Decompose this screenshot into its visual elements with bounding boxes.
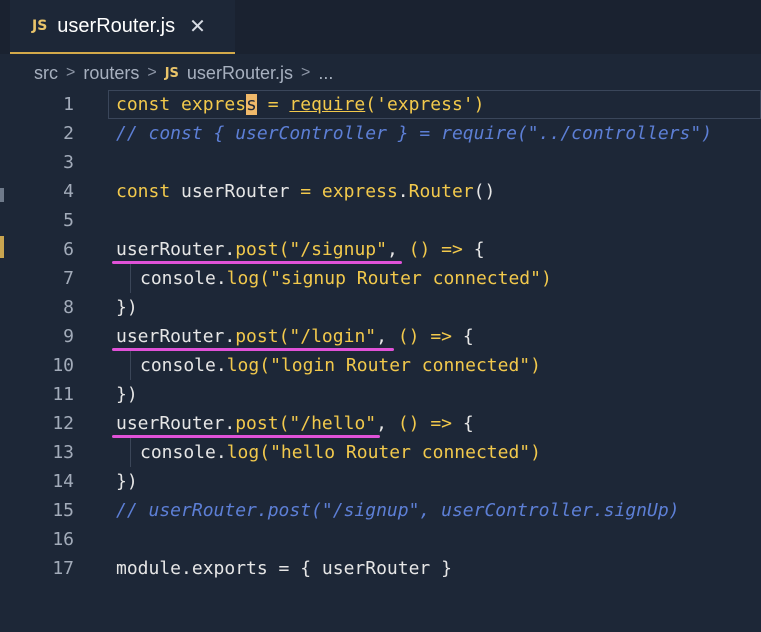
line-number: 2 [63, 123, 74, 144]
code-line[interactable]: 8}) [0, 293, 761, 322]
code-line[interactable]: 12 userRouter.post("/hello", () => { [0, 409, 761, 438]
code-text: userRouter.post("/login", () => { [116, 326, 474, 347]
line-number: 16 [52, 529, 74, 550]
line-number: 4 [63, 181, 74, 202]
indent-guide [130, 351, 131, 380]
code-line[interactable]: 9 userRouter.post("/login", () => { [0, 322, 761, 351]
indent-guide [130, 264, 131, 293]
line-number: 6 [63, 239, 74, 260]
code-text: const userRouter = express.Router() [116, 181, 496, 202]
code-text: }) [116, 471, 138, 492]
js-file-icon: JS [164, 65, 179, 81]
line-number: 9 [63, 326, 74, 347]
code-line[interactable]: 16 [0, 525, 761, 554]
code-line[interactable]: 4 const userRouter = express.Router() [0, 177, 761, 206]
annotation-underline [112, 261, 402, 264]
code-text: console.log("hello Router connected") [140, 442, 541, 463]
line-number: 17 [52, 558, 74, 579]
code-line[interactable]: 7 console.log("signup Router connected") [0, 264, 761, 293]
code-text: console.log("signup Router connected") [140, 268, 552, 289]
breadcrumb-routers[interactable]: routers [83, 62, 140, 83]
line-number: 1 [63, 94, 74, 115]
close-icon[interactable]: ✕ [189, 14, 206, 38]
annotation-underline [112, 348, 394, 351]
chevron-right-icon: > [147, 64, 157, 81]
code-line[interactable]: 11}) [0, 380, 761, 409]
line-number: 7 [63, 268, 74, 289]
code-line[interactable]: 15 // userRouter.post("/signup", userCont… [0, 496, 761, 525]
code-line[interactable]: 14}) [0, 467, 761, 496]
line-number: 10 [52, 355, 74, 376]
code-line[interactable]: 3 [0, 148, 761, 177]
js-file-icon: JS [32, 18, 48, 34]
breadcrumb-src[interactable]: src [34, 62, 58, 83]
annotation-underline [112, 435, 380, 438]
chevron-right-icon: > [300, 64, 311, 81]
tab-bar: JS userRouter.js ✕ [0, 0, 761, 54]
code-editor[interactable]: 1 const express = require('express') 2 // c… [0, 90, 761, 632]
code-line[interactable]: 10 console.log("login Router connected") [0, 351, 761, 380]
line-number: 14 [52, 471, 74, 492]
tab-userrouter[interactable]: JS userRouter.js ✕ [10, 0, 235, 54]
code-text: userRouter.post("/signup", () => { [116, 239, 485, 260]
tab-title: userRouter.js [57, 14, 176, 37]
gutter-change-marker [0, 236, 4, 258]
code-text: }) [116, 384, 138, 405]
line-number: 12 [52, 413, 74, 434]
code-text: const express = require('express') [116, 94, 485, 115]
chevron-right-icon: > [66, 64, 76, 81]
code-line[interactable]: 17 module.exports = { userRouter } [0, 554, 761, 583]
line-number: 3 [63, 152, 74, 173]
code-text: // const { userController } = require(".… [116, 123, 713, 144]
line-number: 13 [52, 442, 74, 463]
code-line[interactable]: 5 [0, 206, 761, 235]
breadcrumb: src > routers > JS userRouter.js > ... [0, 56, 761, 90]
code-text: module.exports = { userRouter } [116, 558, 452, 579]
code-line[interactable]: 2 // const { userController } = require("… [0, 119, 761, 148]
gutter-change-marker [0, 188, 4, 202]
line-number: 11 [52, 384, 74, 405]
line-number: 8 [63, 297, 74, 318]
indent-guide [130, 438, 131, 467]
line-number: 15 [52, 500, 74, 521]
line-number: 5 [63, 210, 74, 231]
code-text: }) [116, 297, 138, 318]
code-line[interactable]: 1 const express = require('express') [0, 90, 761, 119]
breadcrumb-file[interactable]: userRouter.js [186, 62, 293, 83]
breadcrumb-more[interactable]: ... [318, 62, 334, 83]
code-text: console.log("login Router connected") [140, 355, 541, 376]
code-line[interactable]: 6 userRouter.post("/signup", () => { [0, 235, 761, 264]
code-text: // userRouter.post("/signup", userContro… [116, 500, 680, 521]
code-line[interactable]: 13 console.log("hello Router connected") [0, 438, 761, 467]
code-text: userRouter.post("/hello", () => { [116, 413, 474, 434]
